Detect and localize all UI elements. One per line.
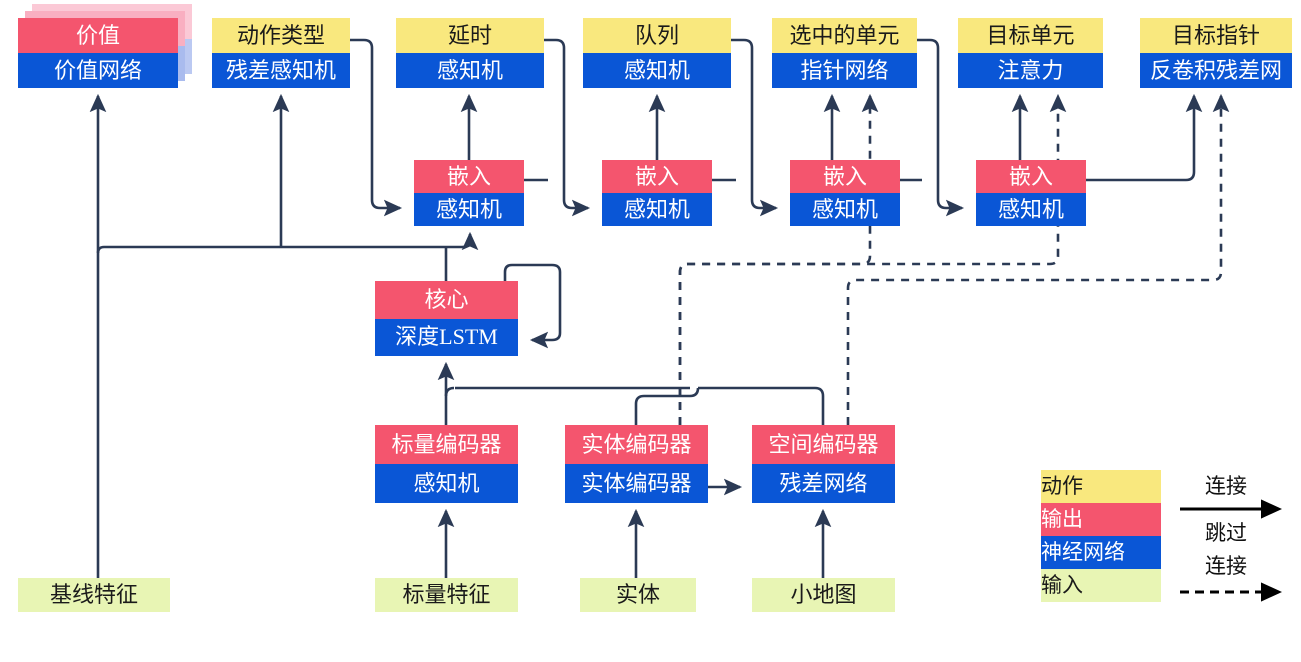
node-action-type[interactable]: 动作类型残差感知机 [212, 18, 350, 88]
legend-connection-label: 连接 [1205, 474, 1247, 498]
wire-bus-to-embed1 [446, 231, 479, 251]
node-embed-2-top-label: 嵌入 [602, 160, 712, 193]
node-target-point[interactable]: 目标指针反卷积残差网 [1140, 18, 1292, 88]
node-spatial-encoder[interactable]: 空间编码器残差网络 [752, 425, 895, 503]
node-selected-units-top-label: 选中的单元 [772, 18, 917, 53]
node-embed-4-bottom-label: 感知机 [976, 193, 1086, 226]
node-queue[interactable]: 队列感知机 [583, 18, 731, 88]
node-entity-encoder-top-label: 实体编码器 [565, 425, 708, 464]
node-embed-3-top-label: 嵌入 [790, 160, 900, 193]
node-baseline-features-top-label: 基线特征 [18, 578, 170, 612]
node-target-point-bottom-label: 反卷积残差网 [1140, 53, 1292, 88]
node-delay-bottom-label: 感知机 [396, 53, 544, 88]
node-delay[interactable]: 延时感知机 [396, 18, 544, 88]
wire-action-type-to-embed1 [350, 38, 403, 217]
node-embed-4[interactable]: 嵌入感知机 [976, 160, 1086, 226]
node-scalar-encoder-top-label: 标量编码器 [375, 425, 518, 464]
node-value[interactable]: 价值价值网络 [18, 18, 178, 88]
node-scalar-encoder[interactable]: 标量编码器感知机 [375, 425, 518, 503]
skip-entity-to-selected-units [678, 93, 879, 425]
node-target-point-top-label: 目标指针 [1140, 18, 1292, 53]
node-embed-3-bottom-label: 感知机 [790, 193, 900, 226]
wire-entity-encoder-to-bus [634, 387, 700, 425]
node-embed-2[interactable]: 嵌入感知机 [602, 160, 712, 226]
node-embed-2-bottom-label: 感知机 [602, 193, 712, 226]
node-target-unit-top-label: 目标单元 [958, 18, 1103, 53]
node-scalar-features[interactable]: 标量特征 [375, 578, 518, 612]
legend-arrows: 连接 跳过 连接 [1180, 470, 1295, 605]
node-action-type-top-label: 动作类型 [212, 18, 350, 53]
legend-swatches: 动作输出神经网络输入 [1041, 470, 1161, 602]
node-minimap[interactable]: 小地图 [752, 578, 895, 612]
node-baseline-features[interactable]: 基线特征 [18, 578, 170, 612]
node-value-top-label: 价值 [18, 18, 178, 53]
wire-selected-units-to-embed4 [917, 38, 965, 217]
node-embed-1-bottom-label: 感知机 [414, 193, 524, 226]
node-target-unit-bottom-label: 注意力 [958, 53, 1103, 88]
node-action-type-bottom-label: 残差感知机 [212, 53, 350, 88]
skip-entity-to-target-unit [678, 93, 1067, 425]
skip-spatial-to-target-point [846, 93, 1230, 425]
node-spatial-encoder-bottom-label: 残差网络 [752, 464, 895, 503]
legend-swatch-net: 神经网络 [1041, 536, 1161, 569]
node-embed-4-top-label: 嵌入 [976, 160, 1086, 193]
node-value-bottom-label: 价值网络 [18, 53, 178, 88]
node-queue-bottom-label: 感知机 [583, 53, 731, 88]
node-delay-top-label: 延时 [396, 18, 544, 53]
legend-swatch-output: 输出 [1041, 503, 1161, 536]
node-minimap-top-label: 小地图 [752, 578, 895, 612]
node-entity-encoder-bottom-label: 实体编码器 [565, 464, 708, 503]
node-core-top-label: 核心 [375, 281, 518, 319]
node-target-unit[interactable]: 目标单元注意力 [958, 18, 1103, 88]
node-embed-1[interactable]: 嵌入感知机 [414, 160, 524, 226]
legend-swatch-action: 动作 [1041, 470, 1161, 503]
node-embed-1-top-label: 嵌入 [414, 160, 524, 193]
legend-skip-label-line1: 跳过 [1205, 521, 1247, 545]
node-queue-top-label: 队列 [583, 18, 731, 53]
wire-core-bus-horizontal [96, 245, 446, 254]
wire-spatial-encoder-to-bus [698, 386, 825, 425]
wire-core-self-loop [503, 263, 562, 349]
wire-delay-to-embed2 [544, 38, 591, 217]
wire-embed4-to-target-point [1086, 93, 1203, 182]
node-embed-3[interactable]: 嵌入感知机 [790, 160, 900, 226]
node-entities-top-label: 实体 [580, 578, 696, 612]
node-scalar-features-top-label: 标量特征 [375, 578, 518, 612]
node-scalar-encoder-bottom-label: 感知机 [375, 464, 518, 503]
node-entity-encoder[interactable]: 实体编码器实体编码器 [565, 425, 708, 503]
node-selected-units-bottom-label: 指针网络 [772, 53, 917, 88]
node-spatial-encoder-top-label: 空间编码器 [752, 425, 895, 464]
node-core-bottom-label: 深度LSTM [375, 318, 518, 356]
legend-skip-label-line2: 连接 [1205, 554, 1247, 578]
node-entities[interactable]: 实体 [580, 578, 696, 612]
legend-swatch-input: 输入 [1041, 569, 1161, 602]
node-selected-units[interactable]: 选中的单元指针网络 [772, 18, 917, 88]
node-core[interactable]: 核心深度LSTM [375, 281, 518, 356]
wire-queue-to-embed3 [731, 38, 779, 217]
